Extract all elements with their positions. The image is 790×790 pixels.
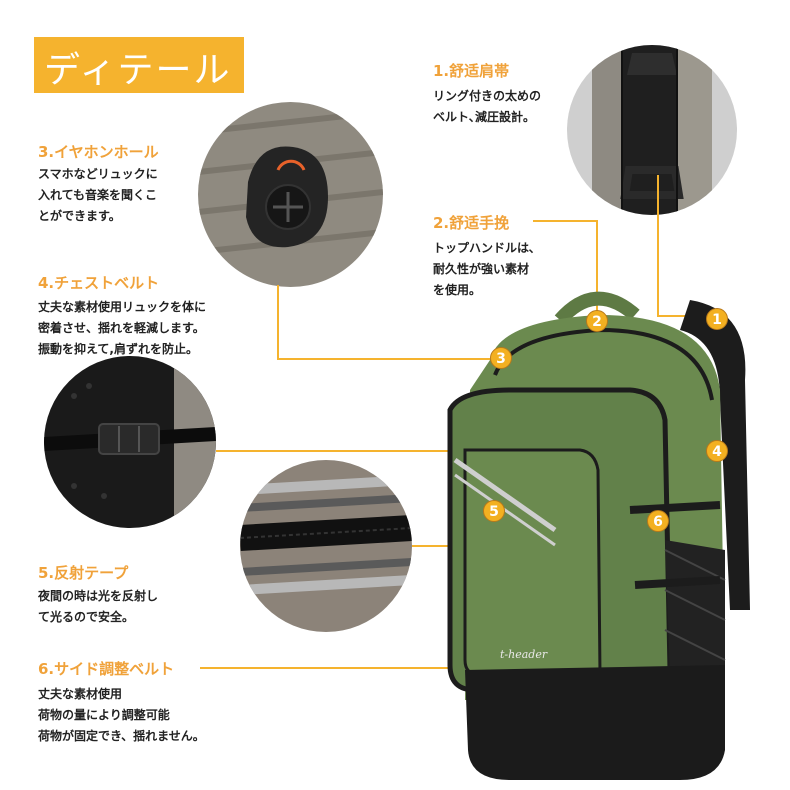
connector-line-2-horizontal bbox=[533, 220, 598, 222]
feature-6-heading: 6.サイド調整ベルト bbox=[38, 660, 175, 678]
connector-line-1-horizontal bbox=[657, 315, 712, 317]
title-banner: ディテール bbox=[34, 37, 244, 93]
feature-1-desc: リング付きの太めの ベルト､減圧設計。 bbox=[433, 89, 542, 124]
feature-5-heading: 5.反射テープ bbox=[38, 564, 129, 582]
connector-line-6-horizontal bbox=[200, 667, 658, 669]
feature-1-heading: 1.舒适肩帯 bbox=[433, 62, 510, 80]
feature-2-desc: トップハンドルは､ 耐久性が強い素材 を使用。 bbox=[433, 241, 536, 297]
brand-logo: t-header bbox=[500, 648, 548, 661]
feature-4-marker: 4 bbox=[706, 440, 728, 462]
feature-4-desc: 丈夫な素材使用リュックを体に 密着させ、揺れを軽減します。 振動を抑えて,肩ずれ… bbox=[38, 300, 207, 356]
feature-2-heading: 2.舒适手挽 bbox=[433, 214, 510, 232]
connector-line-3-horizontal bbox=[277, 358, 490, 360]
feature-5-desc: 夜間の時は光を反射し て光るので安全。 bbox=[38, 589, 159, 624]
feature-3-marker: 3 bbox=[490, 347, 512, 369]
connector-line-2-vertical bbox=[596, 220, 598, 320]
page-title: ディテール bbox=[44, 50, 232, 91]
feature-6-marker: 6 bbox=[647, 510, 669, 532]
earphone-hole-detail-image bbox=[198, 102, 383, 287]
feature-4-heading: 4.チェストベルト bbox=[38, 274, 160, 292]
shoulder-strap-detail-image bbox=[567, 45, 737, 215]
chest-belt-detail-image bbox=[44, 356, 216, 528]
feature-1-marker: 1 bbox=[706, 308, 728, 330]
connector-line-3-vertical bbox=[277, 285, 279, 360]
backpack-image: t-header bbox=[420, 280, 770, 785]
feature-3-heading: 3.イヤホンホール bbox=[38, 143, 159, 161]
reflective-tape-detail-image bbox=[240, 460, 412, 632]
feature-2-marker: 2 bbox=[586, 310, 608, 332]
connector-line-1-vertical bbox=[657, 175, 659, 315]
feature-3-desc: スマホなどリュックに 入れても音楽を聞くこ とができます。 bbox=[38, 167, 158, 223]
feature-6-desc: 丈夫な素材使用 荷物の量により調整可能 荷物が固定でき、揺れません。 bbox=[38, 687, 205, 743]
feature-5-marker: 5 bbox=[483, 500, 505, 522]
